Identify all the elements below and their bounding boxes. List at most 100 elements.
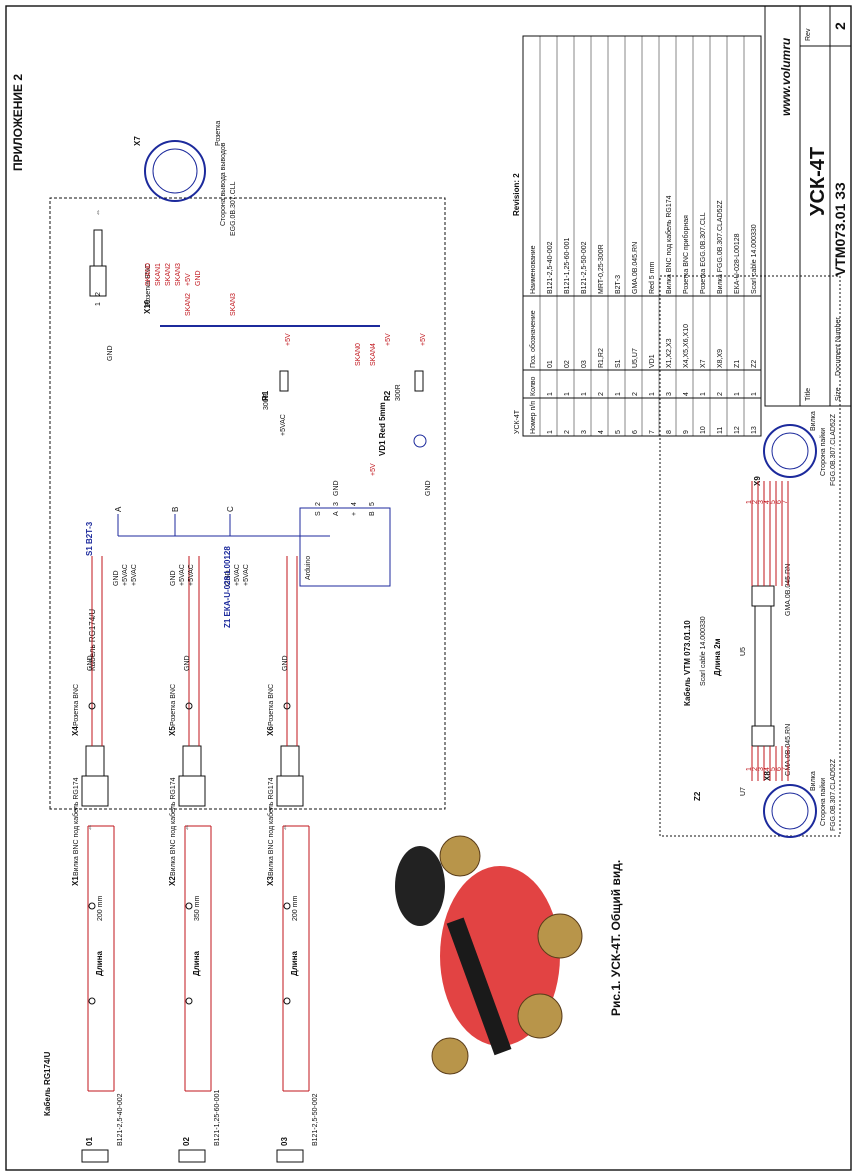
x9-part: FGG.0B.307.CLAD52Z: [830, 413, 837, 486]
plug-desc: Вилка BNC под кабель RG174: [169, 777, 177, 876]
bom-cell: 1: [564, 392, 571, 396]
bom-cell: 1: [615, 392, 622, 396]
bom-cell: 7: [649, 430, 656, 434]
plug-03-icon: [276, 1149, 304, 1163]
x8-pin: 2: [752, 767, 759, 771]
switch-gnd-text: +5VAC: [188, 564, 195, 586]
x8-label: Вилка: [810, 771, 817, 791]
x7-net: SKAN3: [175, 263, 182, 286]
x7-side: Сторона вывода выводов: [220, 142, 227, 226]
bom-cell: 02: [564, 360, 571, 368]
r1-5vac: +5VAC: [280, 414, 287, 436]
bom-cell: X8,X9: [717, 349, 724, 368]
bom-cell: 1: [700, 392, 707, 396]
x8-id: X8: [763, 771, 772, 781]
bom-header: Колво: [530, 376, 537, 396]
sheet-border: [5, 5, 852, 1171]
switch-gnd-text: GND: [113, 570, 120, 586]
x7-net: SKAN1: [155, 263, 162, 286]
x9-pin: 2: [752, 500, 759, 504]
bom-cell: В2Т-3: [615, 275, 622, 294]
module-gnd: GND: [333, 480, 340, 496]
r1-value: 300R: [263, 393, 270, 410]
connector-x10: X10 Розетка BNC 1 2 GND ⇔: [89, 209, 152, 361]
plug-desc: Вилка BNC под кабель RG174: [267, 777, 275, 876]
plug-id: X2: [168, 876, 177, 886]
resistor-r1: R1 300R +5V +5VAC: [261, 333, 292, 436]
cable2-length: Длина 2м: [713, 638, 722, 676]
cable-dim-label: Длина: [192, 950, 201, 976]
bom-cell: Red 5 mm: [649, 262, 656, 294]
bom-revision: Revision: 2: [512, 173, 521, 216]
bom-cell: 9: [683, 430, 690, 434]
x7-net: +5V: [185, 273, 192, 286]
r2-id: R2: [383, 390, 392, 401]
x9-id: X9: [753, 476, 762, 486]
figure-caption: Рис.1. УСК-4Т. Общий вид.: [609, 860, 623, 1016]
socket-id: X6: [266, 726, 275, 736]
device-enclosure: [49, 197, 446, 810]
module-label: Z1 ЕКА-U-028-L00128: [223, 546, 232, 628]
resistor-r2: R2 300R +5V VD1 Red 5mm GND: [378, 333, 432, 496]
switch-contact-b: B: [171, 507, 180, 512]
cable-length: 200 mm: [97, 896, 104, 921]
x8-pin: 4: [764, 767, 771, 771]
bom-cell: 10: [700, 426, 707, 434]
bom-cell: ЕКА-U-028-L00128: [734, 233, 741, 294]
cable2-box: [659, 275, 841, 837]
bom-cell: 1: [751, 392, 758, 396]
bom-cell: X1,X2,X3: [666, 338, 673, 368]
plug-id: X3: [266, 876, 275, 886]
bom-project: УСК-4Т: [514, 409, 521, 434]
bom-cell: 03: [581, 360, 588, 368]
module-pin: B: [369, 511, 376, 516]
bom-cell: X4,X5,X6,X10: [683, 324, 690, 368]
bom-cell: 2: [632, 392, 639, 396]
switch-s1: A B C: [114, 506, 330, 537]
bom-cell: Розетка EGG.0B.307.CLL: [700, 212, 707, 294]
plug-id: X1: [71, 876, 80, 886]
x7-label: Розетка: [215, 121, 222, 146]
module-z1-box: [299, 507, 391, 587]
x9-pin: 5: [770, 500, 777, 504]
cable-part: В121-1,25-60-001: [214, 1089, 221, 1146]
net-skan4: SKAN4: [370, 343, 377, 366]
led-icon: [413, 434, 427, 448]
r1-id: R1: [261, 390, 270, 401]
x10-gnd: GND: [107, 345, 114, 361]
bom-cell: Вилка BNC под кабель RG174: [665, 195, 673, 294]
x9-connector-icon: [763, 424, 817, 478]
bom-cell: 1: [547, 392, 554, 396]
switch-gnd-text: +5VAC: [243, 564, 250, 586]
socket-id: X4: [71, 726, 80, 736]
bom-cell: 1: [581, 392, 588, 396]
bom-cell: X7: [700, 359, 707, 368]
connector-x7: X7 Розетка Сторона вывода выводов EGG.0B…: [133, 121, 237, 236]
bom-cell: Вилка FGG.0B.307.CLAD52Z: [717, 200, 724, 294]
u7-label: U7: [740, 787, 747, 796]
device-photo: [395, 835, 583, 1075]
switch-gnd-text: GND: [225, 570, 232, 586]
x9-pin: 6: [776, 500, 783, 504]
bom-cell: В121-2,5-50-002: [581, 241, 588, 294]
plug-desc: Вилка BNC под кабель RG174: [72, 777, 80, 876]
net-5v: +5V: [385, 333, 392, 346]
net-skan0: SKAN0: [355, 343, 362, 366]
bom-header: Наименование: [530, 245, 537, 294]
x10-label: Розетка BNC: [145, 264, 152, 306]
bnc-socket-icon: [81, 775, 109, 807]
bom-cell: Scarl cable 14.000330: [751, 224, 758, 294]
bom-cell: Z2: [751, 360, 758, 368]
socket-gnd: GND: [184, 655, 191, 671]
socket-label: Розетка BNC: [268, 684, 275, 726]
cable-part: В121-2,5-40-002: [117, 1093, 124, 1146]
x9-pin: 4: [764, 500, 771, 504]
switch-contact-a: A: [114, 506, 123, 512]
cable-left-title: Кабель RG174/U: [43, 1051, 52, 1116]
